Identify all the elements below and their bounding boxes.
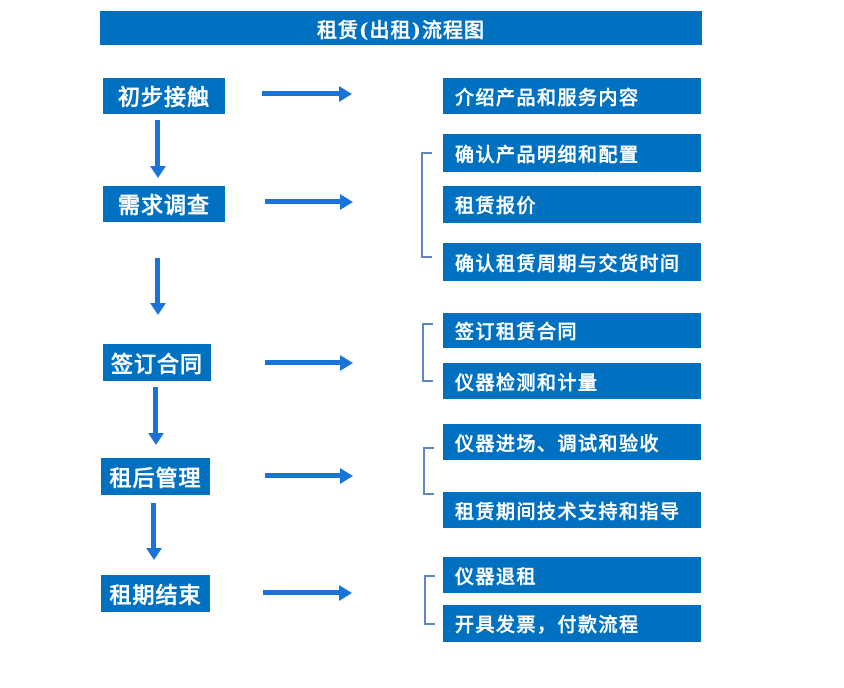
detail-invoice-payment: 开具发票，付款流程 bbox=[443, 605, 701, 642]
arrow-down-icon bbox=[155, 258, 160, 303]
arrow-right-icon bbox=[265, 199, 340, 204]
arrow-right-icon bbox=[262, 91, 339, 96]
detail-instrument-setup-acceptance: 仪器进场、调试和验收 bbox=[443, 424, 701, 460]
detail-instrument-inspection: 仪器检测和计量 bbox=[443, 363, 701, 399]
step-initial-contact: 初步接触 bbox=[103, 78, 225, 114]
step-rental-end: 租期结束 bbox=[101, 575, 210, 612]
arrow-down-icon bbox=[155, 120, 160, 166]
step-demand-survey: 需求调查 bbox=[103, 186, 225, 222]
group-bracket-rental-end bbox=[424, 575, 435, 625]
detail-introduce-products-services: 介绍产品和服务内容 bbox=[443, 78, 701, 114]
step-post-rental-management: 租后管理 bbox=[101, 458, 210, 495]
group-bracket-demand-survey bbox=[421, 152, 432, 258]
group-bracket-post-rental bbox=[423, 447, 434, 495]
group-bracket-sign-contract bbox=[422, 323, 433, 382]
arrow-right-icon bbox=[263, 590, 339, 595]
arrow-right-icon bbox=[265, 360, 340, 365]
arrow-right-icon bbox=[265, 473, 340, 478]
step-sign-contract: 签订合同 bbox=[103, 344, 211, 381]
detail-sign-rental-contract: 签订租赁合同 bbox=[443, 313, 701, 348]
detail-confirm-period-delivery: 确认租赁周期与交货时间 bbox=[443, 243, 701, 281]
detail-instrument-return: 仪器退租 bbox=[443, 557, 701, 593]
detail-confirm-product-config: 确认产品明细和配置 bbox=[443, 134, 701, 172]
arrow-down-icon bbox=[153, 387, 158, 433]
flowchart-title: 租赁(出租)流程图 bbox=[100, 11, 702, 45]
detail-rental-quotation: 租赁报价 bbox=[443, 186, 701, 223]
arrow-down-icon bbox=[151, 503, 156, 548]
detail-tech-support-guidance: 租赁期间技术支持和指导 bbox=[443, 492, 701, 528]
